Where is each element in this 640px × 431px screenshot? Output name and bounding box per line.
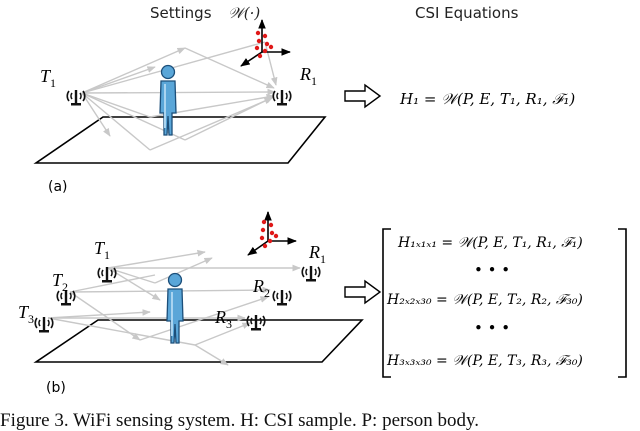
left-bracket	[382, 228, 391, 378]
signal-rays-b	[47, 249, 301, 366]
ellipsis-2: • • •	[474, 319, 510, 337]
rx-antenna-r1-a	[272, 89, 292, 107]
person-b	[166, 272, 184, 344]
arrow-icon-a	[344, 83, 382, 109]
rx-antenna-r1-b	[301, 265, 321, 283]
rx-label-r1-b: R1	[308, 242, 326, 266]
floor-plane-a	[33, 116, 327, 164]
equation-b-2: H₂ₓ₂ₓ₃₀ = 𝒲(P, E, T₂, R₂, ℱ₃₀)	[386, 292, 583, 308]
equation-b-3: H₃ₓ₃ₓ₃₀ = 𝒲(P, E, T₃, R₃, ℱ₃₀)	[386, 353, 583, 369]
rx-label-r3-b: R3	[214, 307, 232, 331]
panel-a-label: (a)	[48, 179, 68, 195]
settings-function: 𝒲(·)	[228, 4, 260, 22]
panel-b: T1 T2 T3 R1 R2 R3 (b) H₁ₓ₁ₓ₁ = 𝒲(P, E, T…	[18, 211, 627, 396]
figure-caption: Figure 3. WiFi sensing system. H: CSI sa…	[0, 410, 479, 431]
signal-rays-a	[81, 41, 278, 151]
tx-antenna-t3-b	[34, 316, 54, 334]
right-bracket	[618, 228, 627, 378]
equation-b-1: H₁ₓ₁ₓ₁ = 𝒲(P, E, T₁, R₁, ℱ₁)	[397, 235, 583, 251]
tx-label-a: T1	[40, 66, 56, 90]
equation-a: H₁ = 𝒲(P, E, T₁, R₁, ℱ₁)	[399, 90, 575, 108]
coordinate-axes-icon-b	[247, 211, 297, 256]
tx-label-t3-b: T3	[18, 302, 34, 326]
floor-plane-b	[33, 319, 364, 363]
person-a	[159, 64, 177, 136]
rx-antenna-r2-b	[272, 289, 292, 307]
rx-label-a: R1	[299, 64, 317, 88]
csi-equations-header: CSI Equations	[415, 4, 519, 22]
ellipsis-1: • • •	[474, 261, 510, 279]
feature-dots-a	[254, 30, 274, 59]
panel-b-label: (b)	[46, 380, 66, 396]
panel-a: T1 R1 (a) H₁ = 𝒲(P, E, T₁, R₁, ℱ₁)	[33, 19, 575, 195]
settings-header: Settings	[150, 4, 212, 22]
tx-label-t1-b: T1	[94, 238, 110, 262]
rx-label-r2-b: R2	[252, 276, 270, 300]
arrow-icon-b	[344, 279, 382, 305]
tx-label-t2-b: T2	[52, 270, 68, 294]
feature-dots-b	[259, 219, 279, 249]
